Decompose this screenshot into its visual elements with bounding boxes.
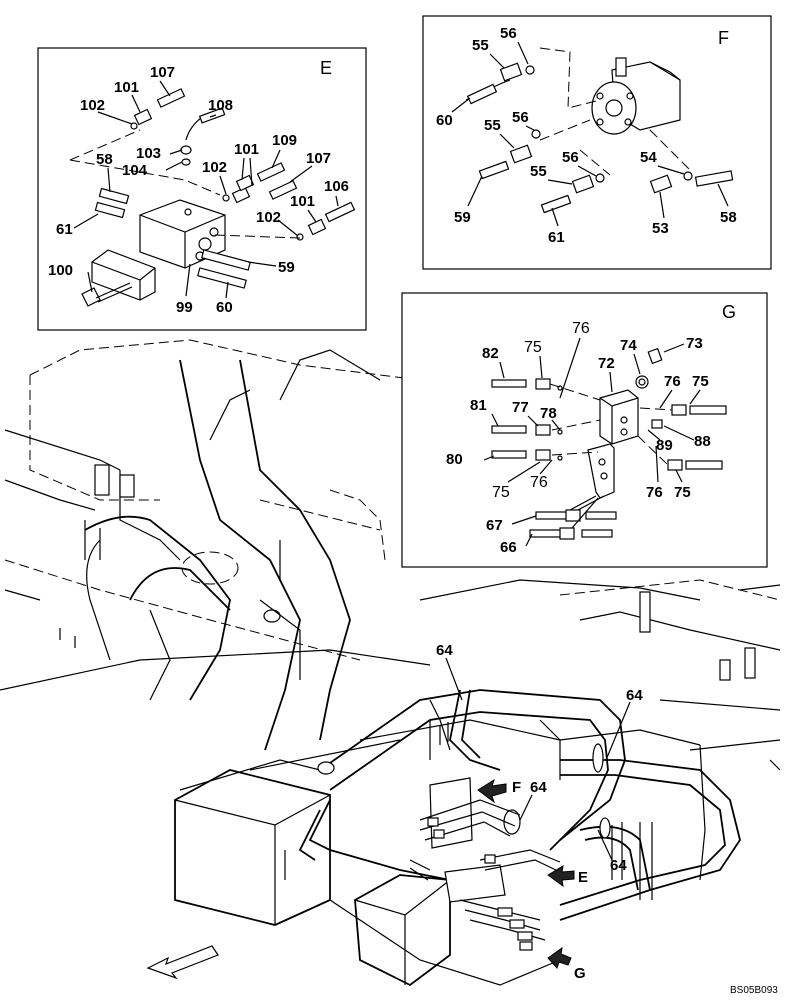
e-label-101a: 101 [114, 79, 139, 96]
g-label-76c: 76 [530, 474, 548, 491]
f-label-55c: 55 [530, 163, 547, 180]
g-label-76b: 76 [664, 373, 681, 390]
arrow-label-g: G [574, 965, 586, 982]
g-label-80: 80 [446, 451, 463, 468]
f-label-55b: 55 [484, 117, 501, 134]
panel-f-leaders [451, 41, 729, 227]
arrow-label-f: F [512, 779, 521, 796]
main-label-64-b: 64 [626, 687, 643, 704]
e-label-102c: 102 [256, 209, 281, 226]
g-label-81: 81 [470, 397, 487, 414]
f-label-56a: 56 [500, 25, 517, 42]
g-label-66: 66 [500, 539, 517, 556]
f-label-56b: 56 [512, 109, 529, 126]
g-label-78: 78 [540, 405, 557, 422]
panel-f-letter: F [718, 28, 729, 48]
view-arrow-g [547, 946, 572, 969]
view-arrow-e [547, 865, 575, 888]
arrow-label-e: E [578, 869, 588, 886]
installed-valve-cluster [409, 777, 561, 951]
g-label-76a: 76 [572, 320, 590, 337]
view-arrow-f [477, 778, 507, 804]
f-label-53: 53 [652, 220, 669, 237]
e-label-107b: 107 [306, 150, 331, 167]
panel-g-leaders [483, 337, 701, 547]
e-label-61: 61 [56, 221, 73, 238]
f-label-55a: 55 [472, 37, 489, 54]
e-label-106: 106 [324, 178, 349, 195]
panel-e-leaders [73, 80, 339, 299]
f-label-60: 60 [436, 112, 453, 129]
e-label-99: 99 [176, 299, 193, 316]
e-label-103: 103 [136, 145, 161, 162]
e-label-100: 100 [48, 262, 73, 279]
e-label-58: 58 [96, 151, 113, 168]
main-callout-lines [445, 657, 631, 861]
g-label-82: 82 [482, 345, 499, 362]
front-direction-arrow [146, 945, 219, 980]
e-label-102b: 102 [202, 159, 227, 176]
f-label-61: 61 [548, 229, 565, 246]
e-label-109: 109 [272, 132, 297, 149]
e-label-107a: 107 [150, 64, 175, 81]
detail-panel-f [422, 15, 772, 270]
g-label-72: 72 [598, 355, 615, 372]
view-arrows [146, 778, 575, 980]
g-label-77: 77 [512, 399, 529, 416]
g-label-76d: 76 [646, 484, 663, 501]
g-label-75a: 75 [524, 339, 542, 356]
drawing-code: BS05B093 [730, 985, 778, 996]
panel-e-letter: E [320, 58, 332, 78]
hydraulic-lines [298, 689, 741, 921]
g-label-75b: 75 [692, 373, 709, 390]
g-label-88: 88 [694, 433, 711, 450]
detail-panel-e [37, 47, 367, 331]
g-label-89: 89 [656, 437, 673, 454]
e-label-101b: 101 [234, 141, 259, 158]
g-label-75d: 75 [674, 484, 691, 501]
e-label-101c: 101 [290, 193, 315, 210]
detail-panel-g [401, 292, 768, 568]
e-label-59: 59 [278, 259, 295, 276]
f-label-54: 54 [640, 149, 657, 166]
g-label-73: 73 [686, 335, 703, 352]
g-label-75c: 75 [492, 484, 510, 501]
f-label-59: 59 [454, 209, 471, 226]
e-label-60: 60 [216, 299, 233, 316]
f-label-58: 58 [720, 209, 737, 226]
e-label-108: 108 [208, 97, 233, 114]
g-label-74: 74 [620, 337, 637, 354]
main-label-64-d: 64 [610, 857, 627, 874]
main-label-64-a: 64 [436, 642, 453, 659]
e-label-102a: 102 [80, 97, 105, 114]
main-label-64-c: 64 [530, 779, 547, 796]
f-label-56c: 56 [562, 149, 579, 166]
panel-g-letter: G [722, 302, 736, 322]
g-label-67: 67 [486, 517, 503, 534]
e-label-104: 104 [122, 162, 148, 179]
